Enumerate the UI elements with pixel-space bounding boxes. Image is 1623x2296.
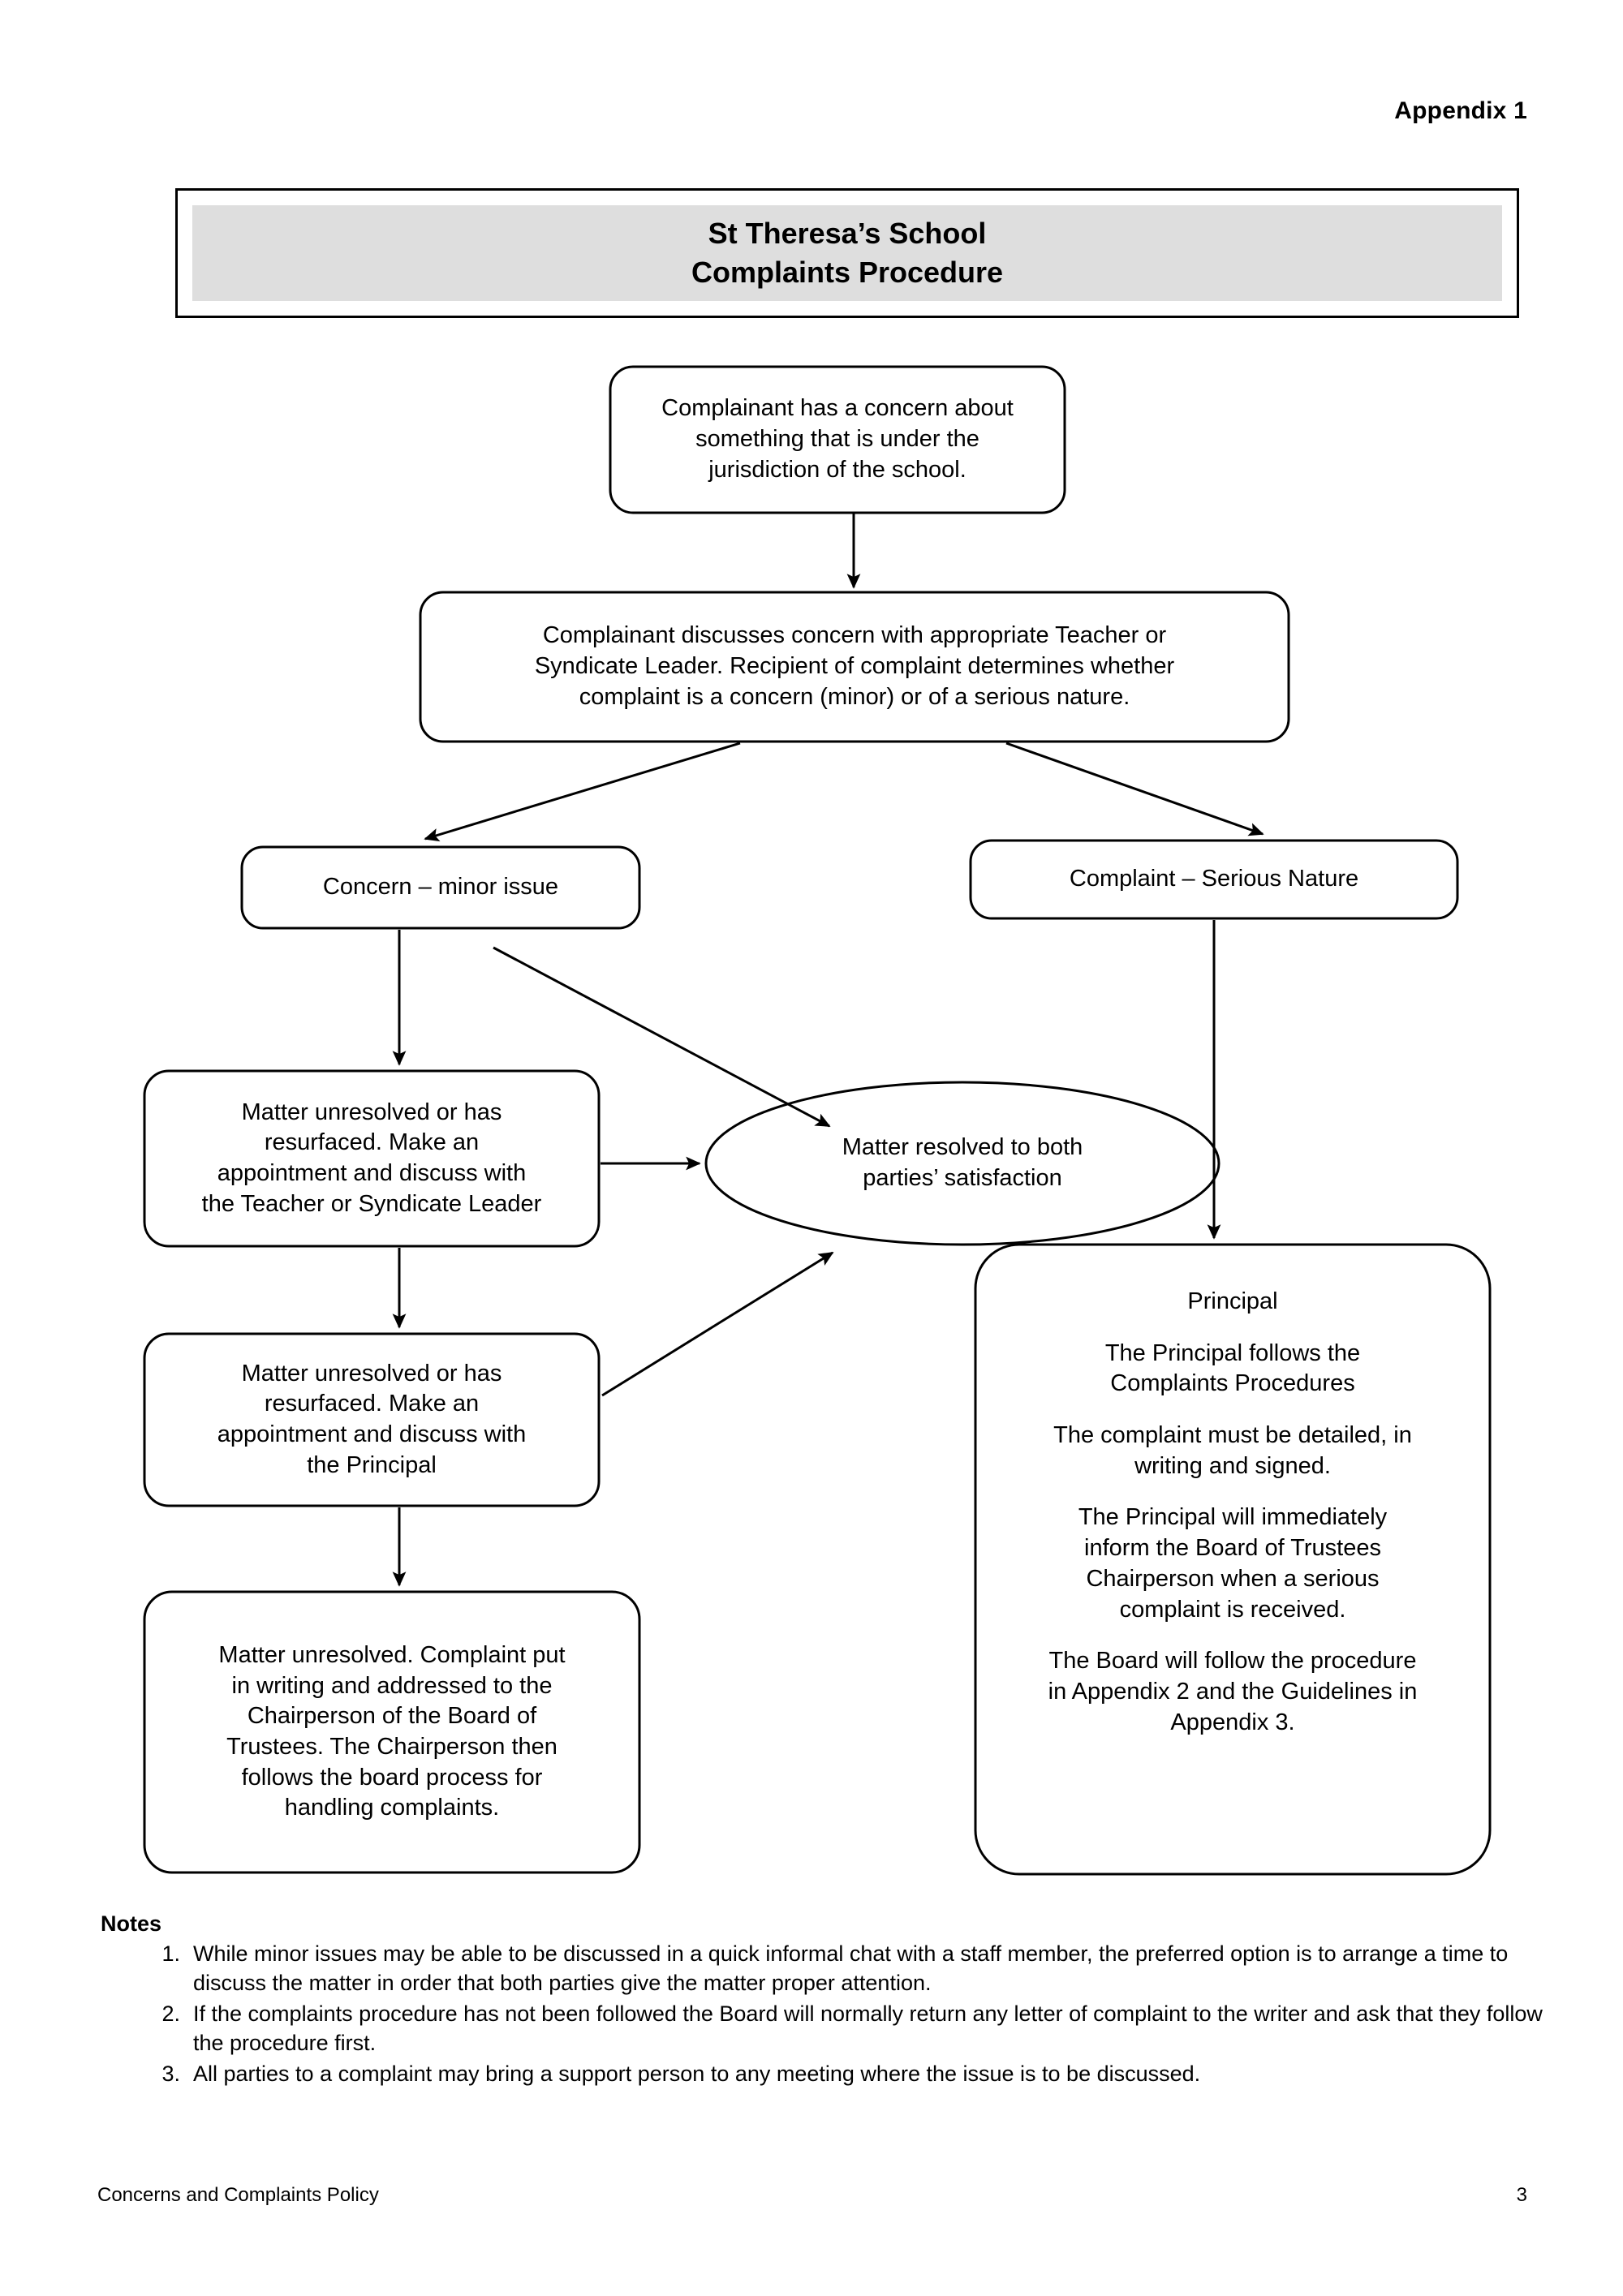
node-line: Complainant has a concern about [661, 395, 1014, 422]
node-line: Concern – minor issue [322, 874, 559, 901]
node-line: appointment and discuss with [217, 1421, 527, 1447]
connector-discuss-to-serious [1005, 742, 1264, 836]
node-line: complaint is received. [1119, 1596, 1346, 1623]
appendix-header-label: Appendix 1 [1394, 97, 1527, 124]
footer-page-number: 3 [1516, 2184, 1527, 2206]
node-line: The Principal follows the [1104, 1339, 1361, 1366]
node-line: writing and signed. [1134, 1452, 1331, 1479]
node-text-discuss-with-teacher: Complainant discusses concern with appro… [420, 592, 1289, 742]
node-line: resurfaced. Make an [264, 1129, 480, 1156]
node-line: in writing and addressed to the [231, 1672, 553, 1699]
node-line: handling complaints. [284, 1795, 500, 1821]
notes-heading: Notes [101, 1911, 162, 1936]
principal-heading: Principal [1187, 1288, 1278, 1314]
node-text-unresolved-principal: Matter unresolved or has resurfaced. Mak… [144, 1334, 599, 1506]
connector-discuss-to-minor [424, 742, 741, 842]
node-line: Chairperson of the Board of [247, 1703, 537, 1730]
notes-list: While minor issues may be able to be dis… [101, 1940, 1545, 2089]
node-line: inform the Board of Trustees [1084, 1535, 1381, 1562]
node-line: Complaints Procedures [1110, 1370, 1355, 1397]
notes-section: Notes While minor issues may be able to … [101, 1911, 1545, 2091]
node-text-principal: Principal The Principal follows the Comp… [975, 1245, 1490, 1874]
node-line: Matter unresolved or has [241, 1360, 502, 1387]
title-banner: St Theresa’s School Complaints Procedure [175, 188, 1519, 318]
node-line: The Principal will immediately [1078, 1504, 1388, 1531]
node-line: Matter unresolved or has [241, 1099, 502, 1125]
node-line: The complaint must be detailed, in [1053, 1422, 1412, 1449]
node-line: Syndicate Leader. Recipient of complaint… [534, 653, 1175, 680]
school-name: St Theresa’s School [708, 217, 987, 251]
node-text-matter-resolved: Matter resolved to both parties’ satisfa… [706, 1082, 1219, 1245]
node-line: complaint is a concern (minor) or of a s… [579, 683, 1130, 710]
node-text-concern-start: Complainant has a concern about somethin… [610, 367, 1065, 513]
document-title: Complaints Procedure [691, 256, 1004, 289]
node-line: Trustees. The Chairperson then [226, 1734, 558, 1760]
node-line: appointment and discuss with [217, 1160, 527, 1186]
node-line: Complainant discusses concern with appro… [542, 622, 1167, 649]
node-line: Matter unresolved. Complaint put [218, 1641, 566, 1668]
node-line: Matter resolved to both [842, 1134, 1083, 1161]
node-line: parties’ satisfaction [863, 1165, 1062, 1191]
node-line: jurisdiction of the school. [708, 456, 966, 483]
node-text-complaint-serious: Complaint – Serious Nature [971, 841, 1457, 918]
node-line: Complaint – Serious Nature [1069, 866, 1359, 892]
note-item: While minor issues may be able to be dis… [153, 1940, 1509, 1995]
title-banner-fill: St Theresa’s School Complaints Procedure [192, 205, 1502, 301]
node-line: Appendix 3. [1170, 1709, 1295, 1735]
note-item: If the complaints procedure has not been… [153, 2000, 1543, 2055]
node-line: the Principal [307, 1451, 437, 1478]
node-text-concern-minor: Concern – minor issue [242, 847, 639, 928]
note-item: All parties to a complaint may bring a s… [153, 2060, 1201, 2089]
node-line: follows the board process for [241, 1764, 543, 1791]
node-text-unresolved-teacher: Matter unresolved or has resurfaced. Mak… [144, 1071, 599, 1246]
node-line: The Board will follow the procedure [1048, 1648, 1417, 1675]
connector-unresolved-principal-to-resolved [601, 1251, 834, 1397]
node-line: something that is under the [695, 426, 979, 453]
footer-document-title: Concerns and Complaints Policy [97, 2184, 379, 2206]
node-line: in Appendix 2 and the Guidelines in [1048, 1678, 1418, 1705]
node-line: resurfaced. Make an [264, 1391, 480, 1417]
page-footer: Concerns and Complaints Policy 3 [97, 2184, 1527, 2207]
node-line: Chairperson when a serious [1086, 1565, 1380, 1592]
node-line: the Teacher or Syndicate Leader [201, 1190, 542, 1217]
node-text-unresolved-board: Matter unresolved. Complaint put in writ… [144, 1592, 639, 1872]
